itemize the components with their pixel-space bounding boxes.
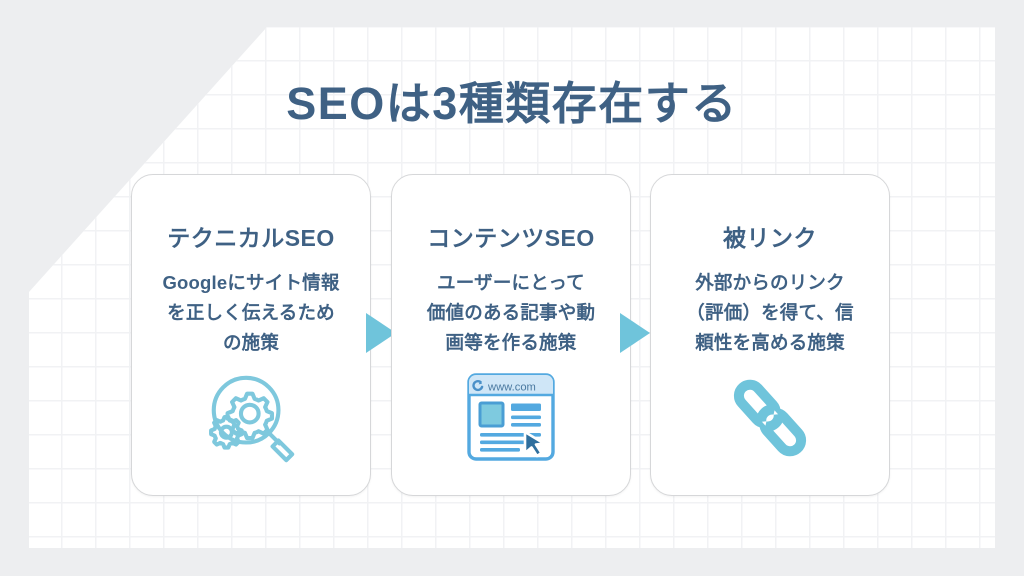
card-body: 外部からのリンク （評価）を得て、信 頼性を高める施策 (686, 272, 854, 353)
magnifier-gears-icon (132, 365, 370, 471)
card-backlink[interactable]: 被リンク 外部からのリンク （評価）を得て、信 頼性を高める施策 (650, 174, 890, 496)
browser-window-icon: www.com (392, 365, 630, 471)
card-body: Googleにサイト情報 を正しく伝えるため の施策 (162, 272, 340, 353)
card-technical-seo[interactable]: テクニカルSEO Googleにサイト情報 を正しく伝えるため の施策 (131, 174, 371, 496)
card-body: ユーザーにとって 価値のある記事や動 画等を作る施策 (426, 272, 596, 353)
svg-text:www.com: www.com (487, 381, 536, 393)
card-title: 被リンク (723, 225, 817, 251)
card-title: コンテンツSEO (427, 225, 595, 251)
chain-link-icon (651, 365, 889, 471)
card-title: テクニカルSEO (167, 225, 335, 251)
arrow-card2-to-card3 (620, 313, 650, 353)
page-title: SEOは3種類存在する (286, 78, 738, 129)
card-content-seo[interactable]: コンテンツSEO ユーザーにとって 価値のある記事や動 画等を作る施策 www.… (391, 174, 631, 496)
